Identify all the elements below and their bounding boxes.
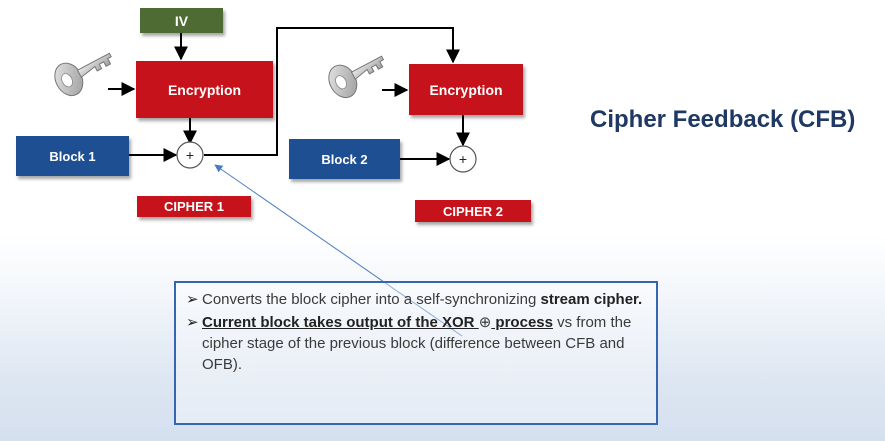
cipher-1-label: CIPHER 1 xyxy=(164,199,224,214)
arrow-bullet-icon: ➢ xyxy=(186,291,199,308)
bullet-1-bold: stream cipher. xyxy=(540,291,643,308)
xor-symbol-1: + xyxy=(186,147,194,163)
explanation-box: ➢ Converts the block cipher into a self-… xyxy=(174,281,658,425)
bullet-2-underline-b: process xyxy=(491,314,553,331)
xor-symbol-icon: ⊕ xyxy=(478,314,492,331)
bullet-2-underline-a: Current block takes output of the XOR xyxy=(202,314,479,331)
bullet-1-text: Converts the block cipher into a self-sy… xyxy=(202,291,541,308)
bullet-item-2: ➢ Current block takes output of the XOR … xyxy=(186,312,648,375)
block-1-box: Block 1 xyxy=(16,136,129,176)
block-2-box: Block 2 xyxy=(289,139,400,179)
iv-box: IV xyxy=(140,8,223,33)
key-icon xyxy=(328,55,385,99)
cipher-2-box: CIPHER 2 xyxy=(415,200,531,222)
bullet-list: ➢ Converts the block cipher into a self-… xyxy=(176,283,656,375)
bullet-item-1: ➢ Converts the block cipher into a self-… xyxy=(186,289,648,310)
xor-node-1: + xyxy=(176,141,204,169)
bullet-2-text: vs from the cipher stage of the previous… xyxy=(202,314,632,373)
slide-title: Cipher Feedback (CFB) xyxy=(590,106,856,133)
feedback-arrow xyxy=(204,27,460,156)
callout-pointer xyxy=(214,164,463,337)
xor-node-2: + xyxy=(449,145,477,173)
arrow-bullet-icon: ➢ xyxy=(186,314,199,331)
iv-label: IV xyxy=(174,12,189,29)
cipher-1-box: CIPHER 1 xyxy=(137,196,251,217)
cipher-2-label: CIPHER 2 xyxy=(443,203,503,219)
block-1-label: Block 1 xyxy=(49,148,96,164)
xor-symbol-2: + xyxy=(459,151,467,167)
encryption-label-2: Encryption xyxy=(429,81,503,98)
encryption-box-2: Encryption xyxy=(409,64,523,115)
encryption-label-1: Encryption xyxy=(167,81,242,98)
key-icon xyxy=(54,52,112,97)
encryption-box-1: Encryption xyxy=(136,61,273,118)
block-2-label: Block 2 xyxy=(321,151,368,167)
